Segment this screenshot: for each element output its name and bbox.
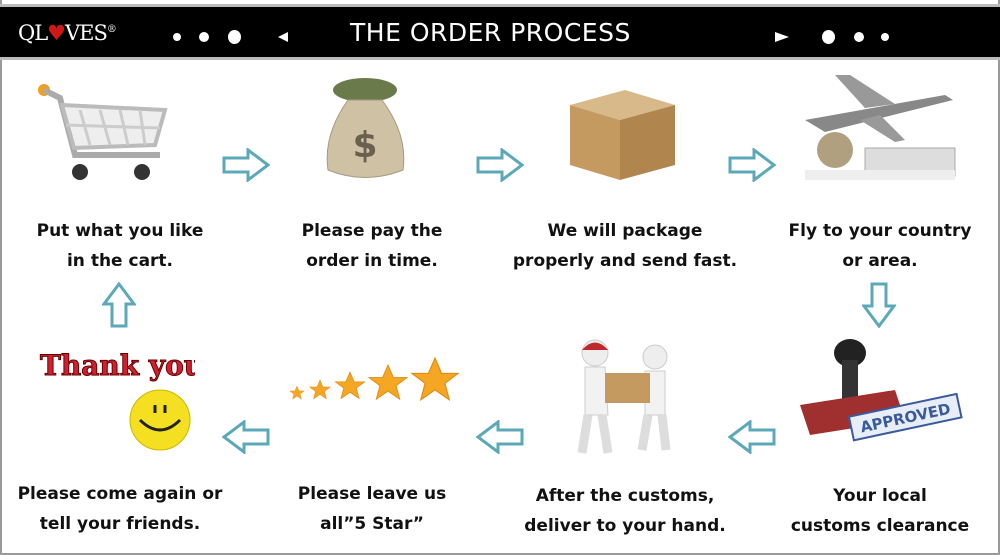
svg-text:$: $ [352, 125, 377, 166]
triangle-right-icon [775, 32, 789, 42]
arrow-left-icon [222, 420, 270, 454]
arrow-down-icon [862, 282, 896, 328]
airplane-truck-icon [805, 75, 956, 180]
delivery-men-icon [577, 339, 671, 454]
step-caption-deliver: After the customs,deliver to your hand. [524, 486, 726, 536]
money-bag-icon: $ [326, 78, 405, 178]
dot-icon [881, 33, 889, 41]
package-box-icon [570, 90, 675, 180]
shopping-cart-icon [38, 84, 168, 180]
arrow-right-icon [222, 148, 270, 182]
arrow-left-icon [476, 420, 524, 454]
dot-icon [854, 32, 864, 42]
arrow-right-icon [728, 148, 776, 182]
dot-icon [822, 30, 835, 44]
dot-icon [173, 33, 181, 41]
triangle-left-icon [278, 32, 288, 42]
approved-stamp-icon: APPROVED [800, 339, 963, 442]
arrow-up-icon [102, 282, 136, 328]
five-stars-icon [289, 356, 460, 402]
svg-text:Thank you!: Thank you! [40, 349, 195, 382]
arrow-left-icon [728, 420, 776, 454]
page-title: THE ORDER PROCESS [350, 18, 631, 47]
thank-you-smiley-icon: Thank you! [40, 349, 195, 451]
brand-logo: QL♥VES® [18, 21, 117, 45]
header-bar: QL♥VES® THE ORDER PROCESS [0, 4, 1000, 60]
dot-icon [228, 30, 241, 44]
dot-icon [199, 32, 209, 42]
arrow-right-icon [476, 148, 524, 182]
